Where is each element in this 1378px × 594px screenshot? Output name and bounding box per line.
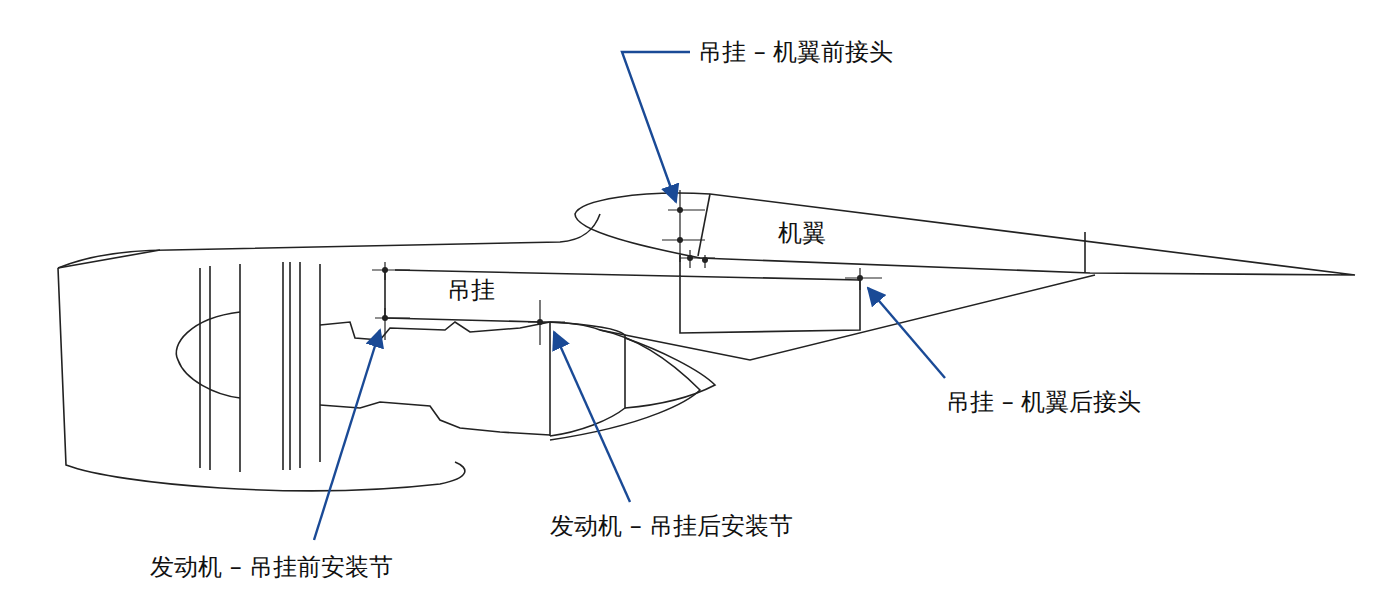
leader-line <box>868 288 945 378</box>
leader-line <box>554 332 630 502</box>
joint-label: 吊挂 – 机翼后接头 <box>946 388 1141 417</box>
joint-label: 发动机 – 吊挂后安装节 <box>550 512 793 541</box>
wing-outline <box>575 193 1355 275</box>
joint-label: 发动机 – 吊挂前安装节 <box>150 553 393 582</box>
leader-line <box>622 52 690 202</box>
leader-line <box>314 330 380 540</box>
part-label: 机翼 <box>778 219 826 248</box>
joint-label: 吊挂 – 机翼前接头 <box>698 38 893 67</box>
part-label: 吊挂 <box>447 276 495 305</box>
